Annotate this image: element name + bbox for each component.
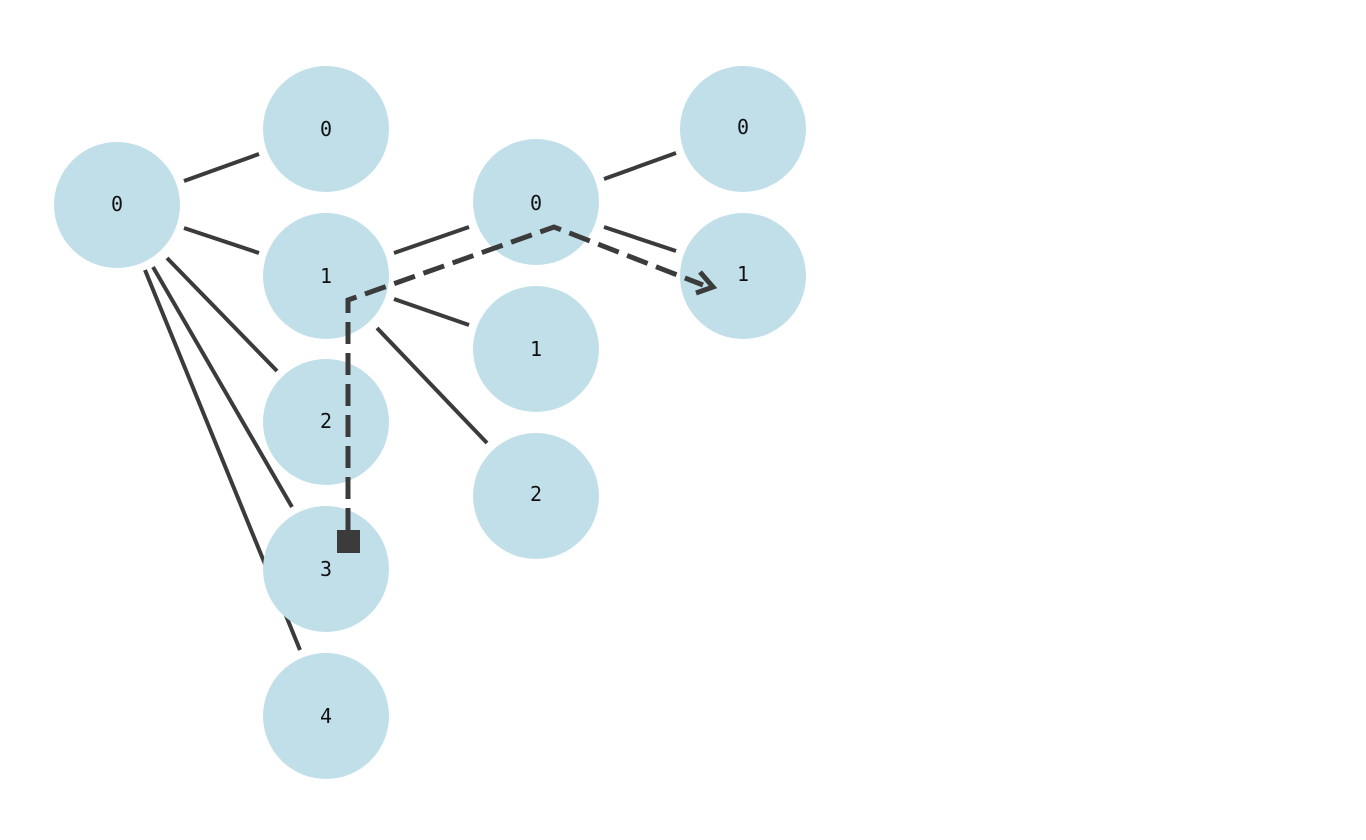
node-col3-0-circle <box>473 139 599 265</box>
node-col2-2-circle <box>263 359 389 485</box>
edge-col1node0-col2node1 <box>183 226 260 255</box>
path-dashed-line <box>345 224 704 530</box>
node-label: 0 <box>111 192 123 216</box>
node-col2-4-circle <box>263 653 389 779</box>
node-col1-0-circle <box>54 142 180 268</box>
node-label: 0 <box>530 191 542 215</box>
node-col3-1-circle <box>473 286 599 412</box>
tree-node: 4 <box>263 653 389 779</box>
node-label: 4 <box>320 704 332 728</box>
tree-node: 0 <box>263 66 389 192</box>
edge-col1node0-col2node2 <box>165 256 279 373</box>
node-col2-0-circle <box>263 66 389 192</box>
edges <box>143 151 677 651</box>
edge-col1node0-col2node0 <box>183 152 260 183</box>
tree-node: 2 <box>263 359 389 485</box>
node-label: 1 <box>530 337 542 361</box>
path-arrowhead-icon <box>695 270 718 296</box>
node-col2-1-circle <box>263 213 389 339</box>
edge-col3node0-col4node0 <box>603 151 677 181</box>
node-col3-2-circle <box>473 433 599 559</box>
tree-node: 0 <box>473 139 599 265</box>
tree-node: 2 <box>473 433 599 559</box>
tree-node: 3 <box>263 506 389 632</box>
tree-node: 1 <box>263 213 389 339</box>
nodes: 0 0 1 2 3 4 0 1 <box>54 66 806 779</box>
highlighted-path <box>337 224 718 553</box>
edge-col1node0-col2node3 <box>151 265 294 509</box>
node-label: 1 <box>737 262 749 286</box>
edge-col3node0-col4node1 <box>603 225 677 253</box>
edge-col2node1-col3node0 <box>393 225 470 255</box>
node-label: 2 <box>320 409 332 433</box>
node-col4-1-circle <box>680 213 806 339</box>
node-label: 1 <box>320 264 332 288</box>
node-col4-0-circle <box>680 66 806 192</box>
tree-node: 1 <box>473 286 599 412</box>
node-label: 0 <box>320 117 332 141</box>
path-start-square-icon <box>337 530 360 553</box>
node-label: 0 <box>737 115 749 139</box>
tree-node: 1 <box>680 213 806 339</box>
node-label: 2 <box>530 482 542 506</box>
edge-col2node1-col3node2 <box>375 326 489 445</box>
edge-col2node1-col3node1 <box>393 297 470 327</box>
tree-node: 0 <box>680 66 806 192</box>
node-label: 3 <box>320 557 332 581</box>
tree-node: 0 <box>54 142 180 268</box>
